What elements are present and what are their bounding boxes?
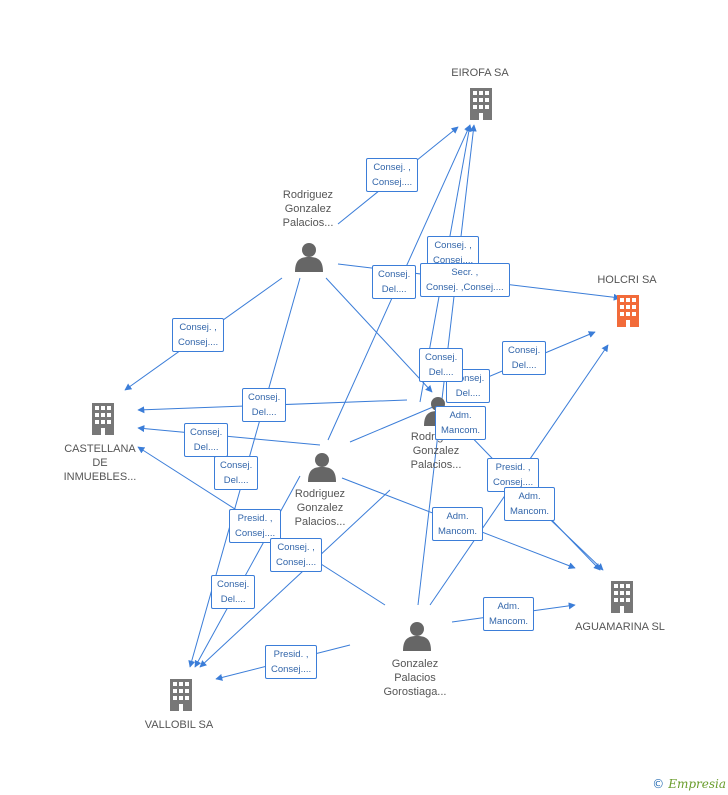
relation-badge[interactable]: Adm. Mancom.	[504, 487, 556, 521]
p2-line-1: Rodriguez	[294, 488, 346, 500]
p1-line-2: Gonzalez	[284, 203, 332, 215]
relation-badge[interactable]: Adm. Mancom.	[483, 597, 535, 631]
edge-p1-p3	[325, 277, 433, 393]
edge-p2-p3	[349, 403, 441, 443]
badge-line: Consej. ,	[373, 162, 411, 173]
company-label-eirofa[interactable]: EIROFA SA	[451, 67, 509, 79]
person-label-p2[interactable]: Rodriguez Gonzalez Palacios...	[265, 487, 375, 529]
relation-badge[interactable]: Consej. Del....	[502, 341, 547, 375]
badge-line: Presid. ,	[237, 513, 273, 524]
badge-line: Mancom.	[438, 526, 478, 537]
badge-line: Consej....	[493, 477, 534, 488]
badge-line: Presid. ,	[495, 462, 531, 473]
badge-line: Consej.	[508, 345, 541, 356]
footer-brand[interactable]: ©Empresia	[652, 777, 726, 791]
relation-badge[interactable]: Adm. Mancom.	[432, 507, 484, 541]
badge-line: Consej.	[220, 460, 253, 471]
castellana-line-1: CASTELLANA	[64, 443, 136, 455]
relation-badge[interactable]: Consej. Del....	[184, 423, 229, 457]
badge-line: Del....	[193, 442, 219, 453]
castellana-line-3: INMUEBLES...	[63, 471, 137, 483]
edges	[124, 124, 621, 681]
badge-line: Adm.	[446, 511, 469, 522]
badge-line: Consej....	[372, 177, 413, 188]
badge-line: Del....	[251, 407, 277, 418]
badge-line: Adm.	[449, 410, 472, 421]
badge-line: Consej.	[190, 427, 223, 438]
badge-line: Consej....	[235, 528, 276, 539]
person1-icon	[295, 243, 323, 272]
badge-line: Consej.	[378, 269, 411, 280]
badge-line: Del....	[220, 594, 246, 605]
relation-badge[interactable]: Presid. , Consej....	[487, 458, 540, 492]
holcri-building-icon	[617, 295, 639, 327]
relation-badge[interactable]: Consej. Del....	[419, 348, 464, 382]
edge-p2-castellana	[137, 425, 321, 446]
person4-icon	[403, 622, 431, 651]
edge-p2-vallobil	[194, 475, 301, 668]
relation-badge[interactable]: Adm. Mancom.	[435, 406, 487, 440]
aguamarina-building-icon	[611, 581, 633, 613]
company-label-castellana[interactable]: CASTELLANA DE INMUEBLES...	[45, 442, 155, 484]
building-icons	[92, 88, 633, 711]
company-label-vallobil[interactable]: VALLOBIL SA	[144, 719, 214, 731]
badge-line: Del....	[511, 360, 537, 371]
badge-line: Consej. ,Consej....	[426, 282, 504, 293]
relation-badge[interactable]: Consej. Del....	[242, 388, 287, 422]
p1-line-1: Rodriguez	[282, 189, 334, 201]
vallobil-building-icon	[170, 679, 192, 711]
badge-line: Secr. ,	[451, 267, 479, 278]
badge-line: Consej....	[433, 255, 474, 266]
castellana-building-icon	[92, 403, 114, 435]
badge-line: Consej. ,	[277, 542, 315, 553]
badge-line: Adm.	[518, 491, 541, 502]
p2-line-3: Palacios...	[294, 516, 346, 528]
badge-line: Consej....	[178, 337, 219, 348]
p4-line-3: Gorostiaga...	[383, 686, 447, 698]
person-label-p1[interactable]: Rodriguez Gonzalez Palacios...	[253, 188, 363, 230]
badge-line: Mancom.	[441, 425, 481, 436]
badge-line: Del....	[455, 388, 481, 399]
badge-line: Mancom.	[510, 506, 550, 517]
company-label-aguamarina[interactable]: AGUAMARINA SL	[575, 621, 665, 633]
badge-line: Consej.	[217, 579, 250, 590]
brand-logo: Empresia	[668, 777, 726, 791]
relation-badge[interactable]: Consej. Del....	[211, 575, 256, 609]
p4-line-2: Palacios	[394, 672, 436, 684]
p2-line-2: Gonzalez	[296, 502, 344, 514]
p3-line-3: Palacios...	[410, 459, 462, 471]
badge-line: Consej. ,	[179, 322, 217, 333]
p3-line-2: Gonzalez	[412, 445, 460, 457]
relation-badge[interactable]: Presid. , Consej....	[265, 645, 318, 679]
person-label-p4[interactable]: Gonzalez Palacios Gorostiaga...	[360, 657, 470, 699]
relation-badge[interactable]: Presid. , Consej....	[229, 509, 282, 543]
badge-line: Consej.	[452, 373, 485, 384]
castellana-line-2: DE	[92, 457, 108, 469]
company-label-holcri[interactable]: HOLCRI SA	[597, 274, 657, 286]
copyright-icon: ©	[652, 777, 665, 791]
relation-badge[interactable]: Consej. , Consej....	[366, 158, 419, 192]
badge-line: Presid. ,	[273, 649, 309, 660]
badge-line: Mancom.	[489, 616, 529, 627]
badge-line: Del....	[381, 284, 407, 295]
badge-line: Consej.	[248, 392, 281, 403]
eirofa-building-icon	[470, 88, 492, 120]
edge-p4b-vallobil	[199, 489, 391, 668]
person2-icon	[308, 453, 336, 482]
relation-badge[interactable]: Consej. Del....	[372, 265, 417, 299]
p1-line-3: Palacios...	[282, 217, 334, 229]
badge-line: Consej....	[276, 557, 317, 568]
badge-line: Consej....	[271, 664, 312, 675]
badge-line: Del....	[428, 367, 454, 378]
badge-line: Consej. ,	[434, 240, 472, 251]
relation-badge[interactable]: Consej. , Consej....	[172, 318, 225, 352]
badge-line: Del....	[223, 475, 249, 486]
p4-line-1: Gonzalez	[391, 658, 439, 670]
badge-line: Adm.	[497, 601, 520, 612]
relation-badge[interactable]: Consej. Del....	[214, 456, 259, 490]
relation-badge[interactable]: Secr. , Consej. ,Consej....	[420, 263, 510, 297]
relation-badge[interactable]: Consej. , Consej....	[270, 538, 323, 572]
badge-line: Consej.	[425, 352, 458, 363]
